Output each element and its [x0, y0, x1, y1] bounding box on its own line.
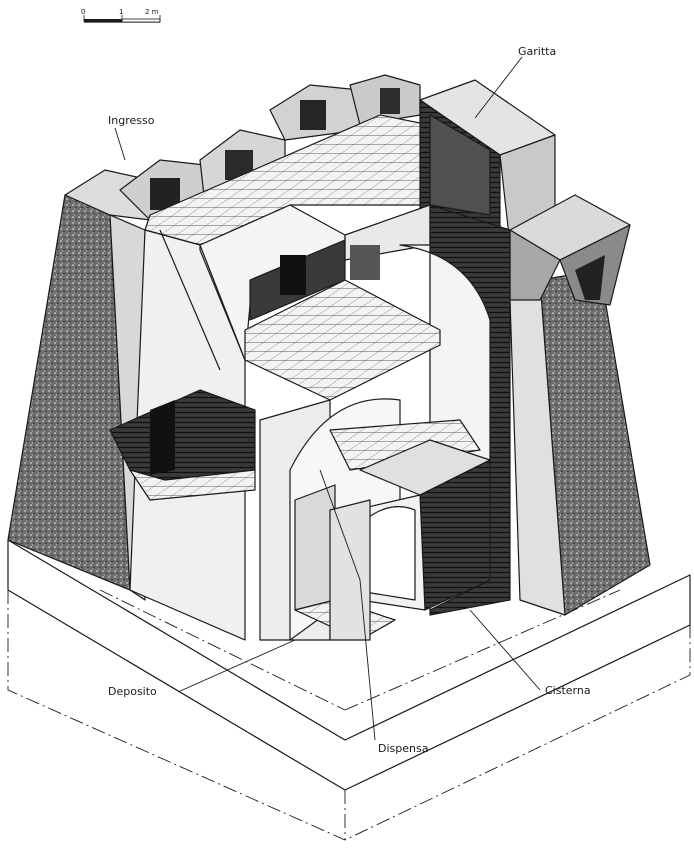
left-outer-wall	[7, 194, 146, 601]
base-plinth	[7, 539, 691, 841]
front-partition	[329, 499, 371, 641]
cisterna-tank	[354, 439, 491, 611]
battlements	[64, 74, 421, 221]
scale-tick-2m: 2 m	[145, 8, 159, 16]
right-outer-wall	[509, 269, 651, 616]
scale-tick-1: 1	[119, 8, 123, 16]
label-garitta: Garitta	[518, 45, 556, 58]
scale-tick-0: 0	[81, 8, 85, 16]
label-ingresso: Ingresso	[108, 114, 155, 127]
garitta-sentry-box	[419, 79, 556, 246]
label-deposito: Deposito	[108, 685, 157, 698]
label-cisterna: Cisterna	[545, 684, 591, 697]
middle-floor	[244, 239, 441, 401]
label-dispensa: Dispensa	[378, 742, 428, 755]
corner-corbel	[509, 194, 631, 306]
lower-stair	[109, 229, 256, 501]
scale-bar: 0 1 2 m	[81, 8, 161, 23]
leader-lines	[114, 56, 541, 741]
